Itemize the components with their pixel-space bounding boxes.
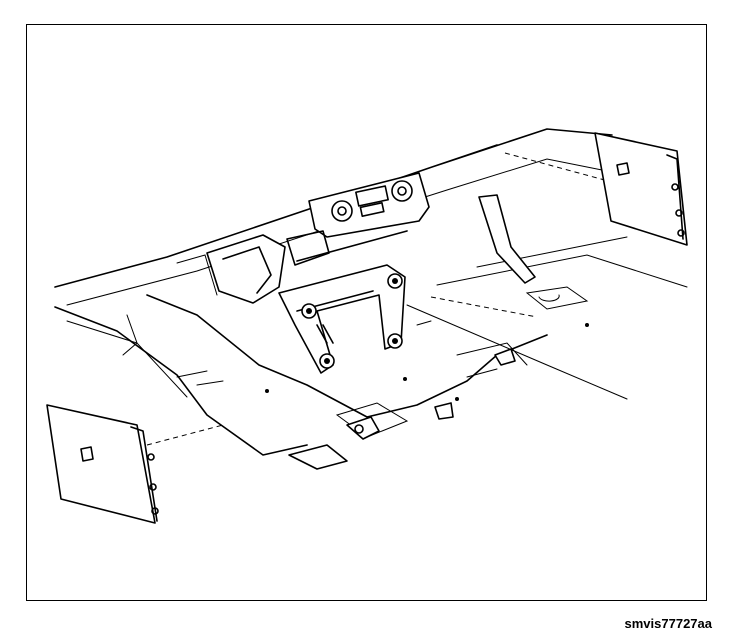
support-bracket [278, 264, 406, 374]
illustration-frame [26, 24, 707, 601]
figure-reference-code: smvis77727aa [624, 616, 712, 631]
vehicle-interior-line-drawing [46, 128, 688, 524]
pillar-trim [478, 194, 536, 284]
center-console [176, 230, 408, 304]
leader-line-left [146, 424, 224, 446]
trim-panel-right [594, 132, 688, 246]
floor-details [525, 286, 589, 310]
trim-panel-left [46, 404, 159, 524]
floor-edge-left [54, 306, 308, 456]
latch-hardware [346, 348, 516, 440]
floor-tunnel [146, 294, 548, 418]
climate-control-panel [308, 172, 430, 238]
leader-line-center [430, 296, 538, 318]
